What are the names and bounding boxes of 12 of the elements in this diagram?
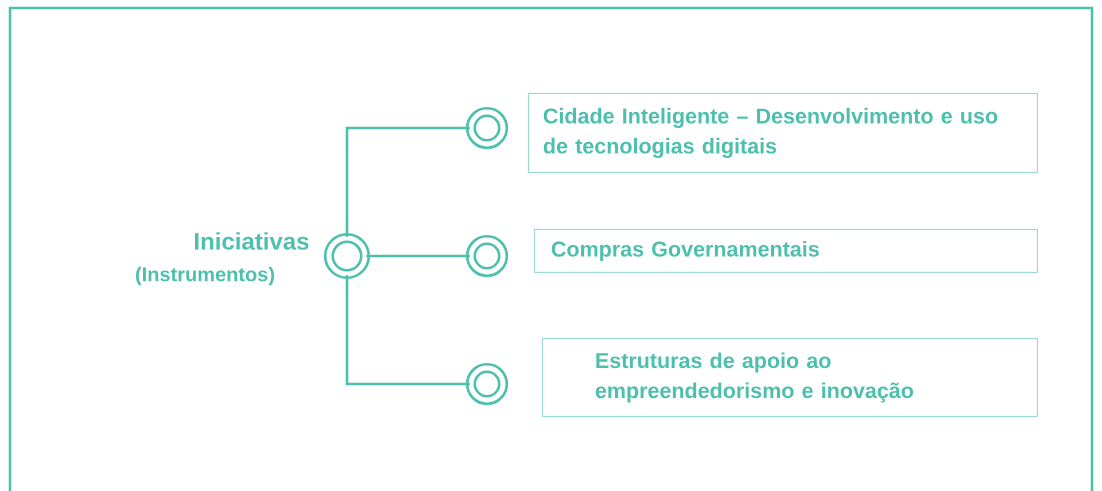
text-box: Cidade Inteligente – Desenvolvimento e uso de tecnologias digitais (528, 93, 1038, 173)
circle-symbol (465, 234, 509, 278)
heading-text: Iniciativas (195, 232, 309, 250)
circle-symbol (465, 362, 509, 406)
connector-line (345, 275, 470, 386)
subheading-text: (Instrumentos) (136, 266, 274, 286)
text-box: Estruturas de apoio ao empreendedorismo e inovação (542, 338, 1038, 417)
connector-line (366, 254, 470, 258)
circle-symbol (465, 106, 509, 150)
circle-symbol (323, 232, 371, 280)
connector-line (345, 126, 470, 237)
text-box: Compras Governamentais (534, 229, 1038, 273)
